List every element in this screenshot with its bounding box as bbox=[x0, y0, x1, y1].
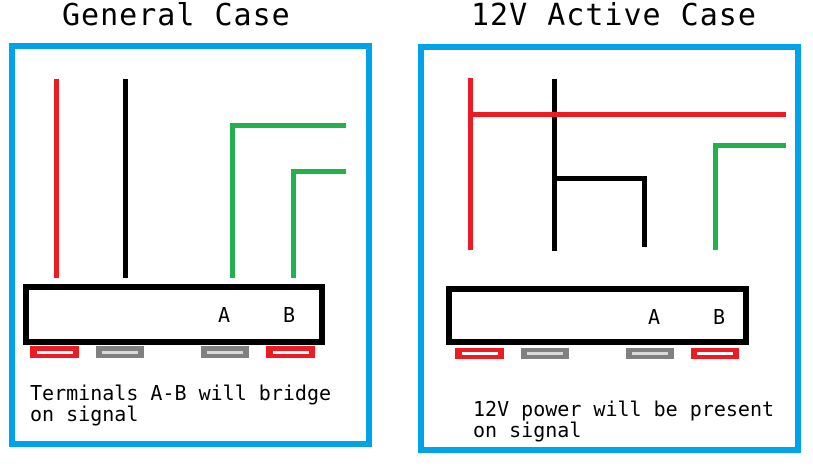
black-wire-branch-horizontal bbox=[552, 176, 647, 181]
connector-gray-right bbox=[201, 346, 249, 358]
terminal-label-a: A bbox=[218, 303, 231, 327]
red-wire-vertical bbox=[468, 78, 473, 250]
caption-line-2: on signal bbox=[30, 402, 139, 426]
connector-stripe bbox=[102, 350, 138, 354]
black-wire-branch-vertical bbox=[642, 176, 647, 247]
terminal-label-b: B bbox=[713, 305, 726, 329]
terminal-block: A B bbox=[23, 284, 325, 345]
connector-stripe bbox=[36, 350, 73, 354]
green-wire-a-horizontal bbox=[230, 123, 346, 128]
green-wire-b-vertical bbox=[291, 169, 296, 278]
connector-stripe bbox=[207, 350, 243, 354]
caption-line-1: 12V power will be present bbox=[473, 397, 775, 421]
terminal-label-b: B bbox=[283, 303, 296, 327]
connector-stripe bbox=[272, 350, 309, 354]
connector-red-right bbox=[266, 346, 315, 358]
connector-gray-left bbox=[96, 346, 144, 358]
connector-stripe bbox=[527, 352, 563, 355]
12v-active-case-title: 12V Active Case bbox=[471, 0, 757, 33]
green-wire-horizontal bbox=[713, 143, 786, 148]
connector-red-left bbox=[455, 348, 504, 359]
red-wire-vertical bbox=[54, 79, 59, 278]
caption-line-2: on signal bbox=[473, 418, 582, 442]
green-wire-a-vertical bbox=[230, 123, 235, 278]
connector-gray-right bbox=[626, 348, 674, 359]
red-wire-horizontal bbox=[468, 112, 786, 117]
green-wire-vertical bbox=[713, 143, 718, 250]
connector-stripe bbox=[697, 352, 733, 355]
black-wire-vertical bbox=[552, 79, 557, 251]
connector-red-left bbox=[30, 346, 79, 358]
caption-line-1: Terminals A-B will bridge bbox=[30, 381, 332, 405]
green-wire-b-horizontal bbox=[291, 169, 346, 174]
terminal-label-a: A bbox=[648, 305, 661, 329]
connector-red-right bbox=[691, 348, 739, 359]
terminal-block: A B bbox=[446, 286, 749, 345]
general-case-title: General Case bbox=[62, 0, 291, 33]
black-wire-vertical bbox=[123, 79, 128, 278]
connector-stripe bbox=[632, 352, 668, 355]
connector-gray-left bbox=[521, 348, 569, 359]
connector-stripe bbox=[461, 352, 498, 355]
